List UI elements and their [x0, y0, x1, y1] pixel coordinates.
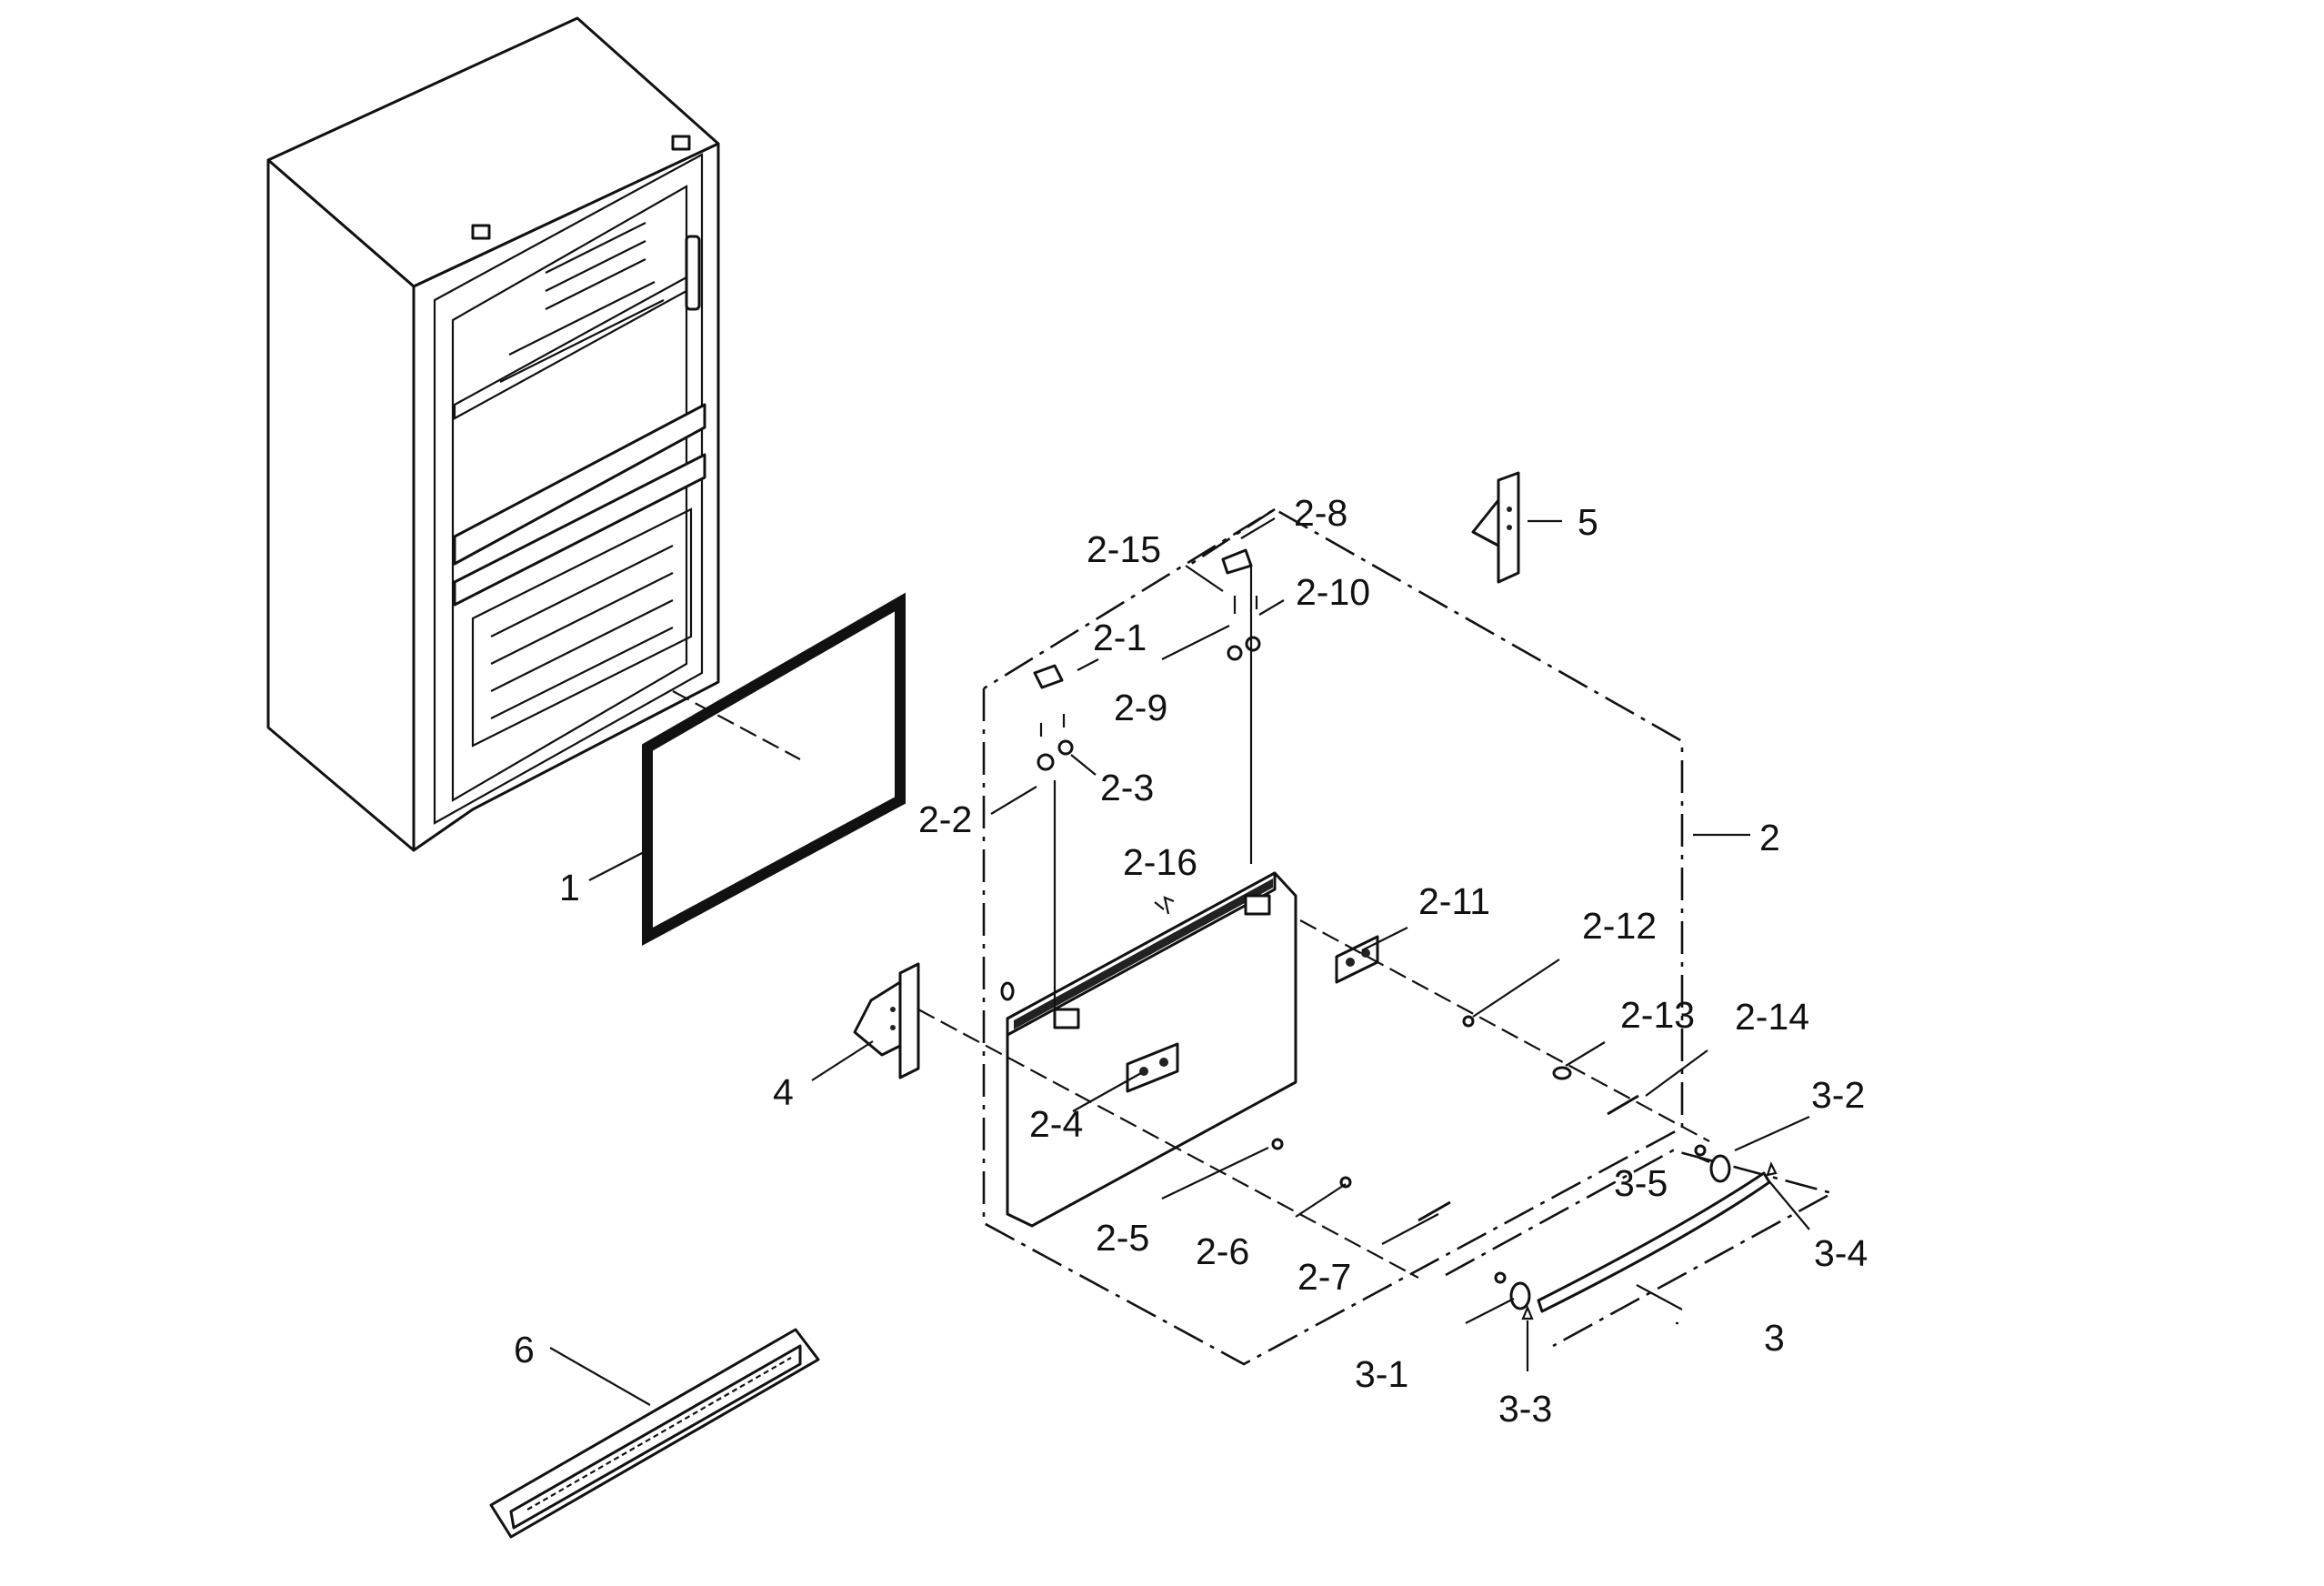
- door-assembly-outline: [982, 507, 1684, 1366]
- callout-2-13: 2-13: [1620, 994, 1695, 1036]
- refrigerator-cabinet: [266, 16, 720, 852]
- callout-2: 2: [1759, 817, 1780, 858]
- freezer-door: [1006, 871, 1297, 1228]
- callout-4: 4: [773, 1071, 794, 1113]
- callout-5: 5: [1578, 501, 1598, 543]
- callout-2-10: 2-10: [1296, 571, 1370, 613]
- callout-2-8: 2-8: [1294, 492, 1347, 534]
- callout-3-1: 3-1: [1355, 1353, 1408, 1395]
- callout-2-6: 2-6: [1196, 1230, 1249, 1272]
- callout-2-15: 2-15: [1087, 528, 1161, 570]
- callout-2-5: 2-5: [1096, 1217, 1149, 1259]
- right-rail-bracket: [1471, 471, 1520, 584]
- callout-2-1: 2-1: [1093, 617, 1147, 658]
- callout-2-12: 2-12: [1582, 905, 1657, 947]
- left-rail-bracket: [853, 962, 920, 1079]
- callout-1: 1: [559, 867, 580, 908]
- callout-2-7: 2-7: [1297, 1256, 1351, 1298]
- callout-3-3: 3-3: [1498, 1388, 1552, 1430]
- callout-2-4: 2-4: [1029, 1103, 1083, 1145]
- callout-2-9: 2-9: [1114, 687, 1167, 728]
- callout-2-14: 2-14: [1735, 996, 1809, 1038]
- callout-2-16: 2-16: [1123, 841, 1197, 883]
- callout-6: 6: [514, 1329, 535, 1370]
- hinge-parts: [1000, 548, 1261, 1009]
- callout-3-4: 3-4: [1814, 1232, 1868, 1274]
- callout-3: 3: [1764, 1317, 1785, 1359]
- callout-3-5: 3-5: [1614, 1162, 1668, 1204]
- callout-2-2: 2-2: [918, 798, 972, 840]
- basket-handle: [489, 1328, 820, 1539]
- leader-lines: [549, 517, 1810, 1406]
- callout-labels: 1 2 2-1 2-2 2-3 2-4 2-5 2-6 2-7 2-8 2-9 …: [514, 492, 1868, 1430]
- callout-3-2: 3-2: [1811, 1074, 1865, 1116]
- door-gasket: [642, 592, 906, 947]
- callout-2-3: 2-3: [1100, 767, 1154, 808]
- callout-2-11: 2-11: [1418, 880, 1490, 922]
